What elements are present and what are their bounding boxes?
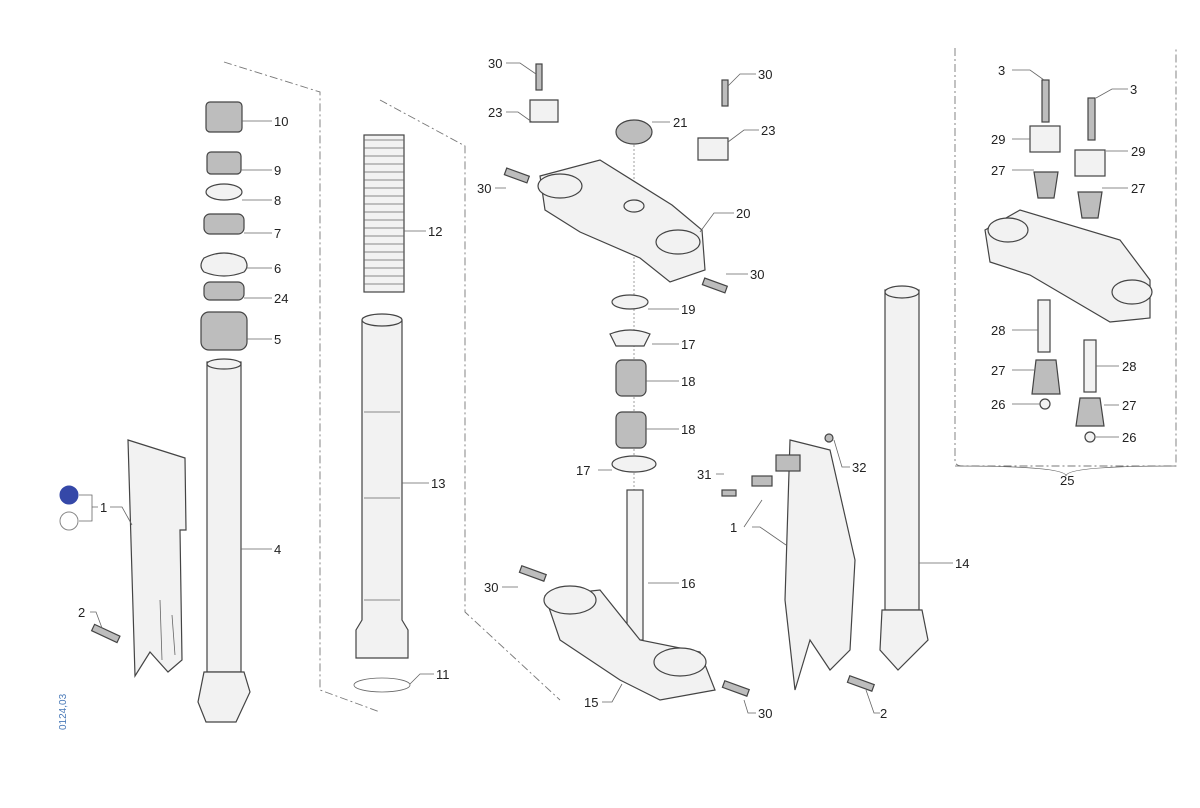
callout: 6 (274, 261, 281, 276)
callout: 27 (991, 163, 1005, 178)
callout: 11 (436, 667, 450, 682)
bolt-2-left (90, 623, 121, 644)
color-swatch-white[interactable] (59, 511, 79, 531)
color-swatch-blue[interactable] (59, 485, 79, 505)
callout: 27 (1131, 181, 1145, 196)
fork-guard-left (127, 439, 187, 678)
callout: 28 (991, 323, 1005, 338)
callout: 3 (1130, 82, 1137, 97)
callout: 23 (761, 123, 775, 138)
callout: 4 (274, 542, 281, 557)
lower-triple-clamp-15 (543, 489, 716, 701)
callout: 25 (1060, 473, 1074, 488)
callout: 18 (681, 422, 695, 437)
callout: 30 (477, 181, 491, 196)
outer-tube-13 (355, 313, 409, 659)
assembly-line-left (223, 61, 381, 713)
callout: 20 (736, 206, 750, 221)
callout: 23 (488, 105, 502, 120)
callout-labels: 10 9 8 7 6 24 5 4 1 2 12 13 11 30 23 21 … (78, 56, 1145, 721)
alt-upper-clamp-25 (984, 79, 1153, 443)
callout: 10 (274, 114, 288, 129)
spring-12 (363, 134, 405, 293)
callout: 13 (431, 476, 445, 491)
leader-lines (90, 62, 1177, 714)
callout: 15 (584, 695, 598, 710)
callout: 31 (697, 467, 711, 482)
inner-tube-14 (879, 285, 929, 671)
callout: 24 (274, 291, 288, 306)
reference-code: 0124,03 (58, 693, 69, 730)
callout: 28 (1122, 359, 1136, 374)
callout: 7 (274, 226, 281, 241)
assembly-line-middle (379, 99, 561, 701)
bearings-and-seals (609, 119, 657, 473)
callout: 1 (730, 520, 737, 535)
inner-tube-4 (197, 358, 251, 723)
callout: 5 (274, 332, 281, 347)
callout: 17 (576, 463, 590, 478)
callout: 30 (488, 56, 502, 71)
callout: 2 (880, 706, 887, 721)
circlip-11 (353, 677, 411, 693)
bolt-2-right (846, 674, 876, 692)
callout: 12 (428, 224, 442, 239)
callout: 14 (955, 556, 969, 571)
fork-guard-right (721, 433, 856, 691)
bolts-30 (503, 63, 751, 697)
callout: 30 (758, 706, 772, 721)
callout: 27 (1122, 398, 1136, 413)
callout: 26 (1122, 430, 1136, 445)
callout: 18 (681, 374, 695, 389)
callout: 1 (100, 500, 107, 515)
clamps-23 (529, 99, 729, 161)
color-options (59, 485, 98, 531)
callout: 9 (274, 163, 281, 178)
callout: 26 (991, 397, 1005, 412)
callout: 21 (673, 115, 687, 130)
callout: 8 (274, 193, 281, 208)
callout: 29 (1131, 144, 1145, 159)
callout: 2 (78, 605, 85, 620)
callout: 17 (681, 337, 695, 352)
callout: 29 (991, 132, 1005, 147)
callout: 19 (681, 302, 695, 317)
callout: 27 (991, 363, 1005, 378)
callout: 30 (484, 580, 498, 595)
callout: 16 (681, 576, 695, 591)
callout: 32 (852, 460, 866, 475)
callout: 3 (998, 63, 1005, 78)
callout: 30 (750, 267, 764, 282)
callout: 30 (758, 67, 772, 82)
seal-stack (200, 101, 248, 351)
upper-triple-clamp-20 (537, 159, 706, 283)
